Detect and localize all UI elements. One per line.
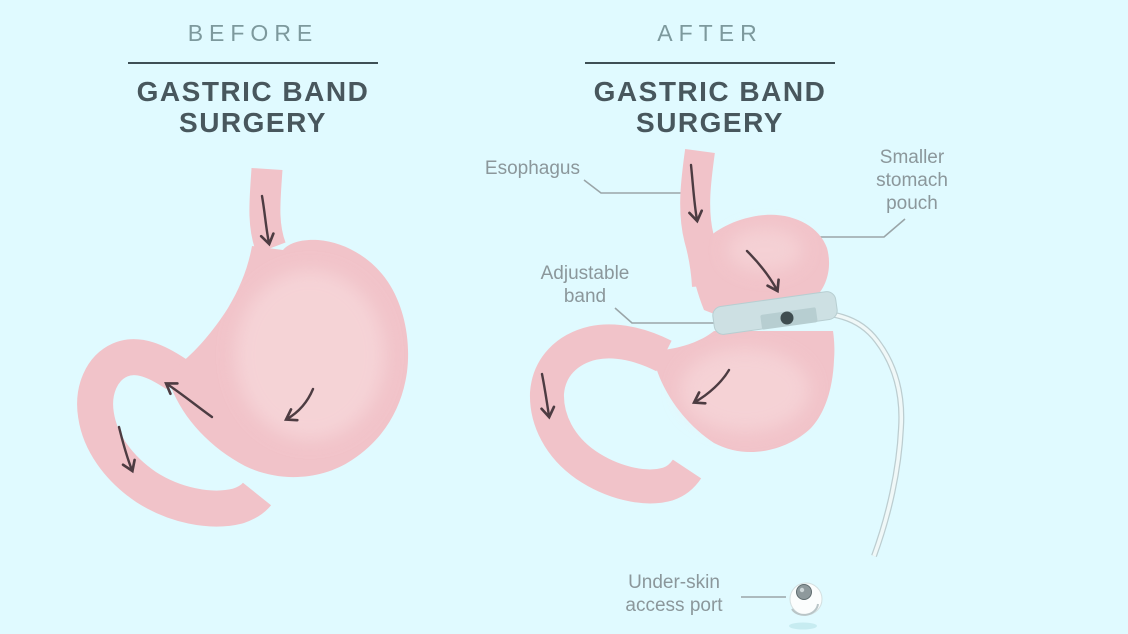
port-rim-line <box>791 603 819 616</box>
after-panel: AFTER GASTRIC BAND SURGERY <box>580 20 840 138</box>
after-pouch-highlight <box>727 228 803 272</box>
after-title-line-2: SURGERY <box>636 107 784 138</box>
gastric-band-graphic <box>712 291 838 335</box>
port-shadow <box>789 622 817 630</box>
band-label-line-1: Adjustable <box>540 263 630 284</box>
pouch-label-line-2: stomach <box>876 170 948 191</box>
port-septum-highlight <box>799 587 805 593</box>
band-port-connector-dot <box>780 311 794 325</box>
before-pylorus-flow-arrow <box>164 382 214 419</box>
before-panel: BEFORE GASTRIC BAND SURGERY <box>123 20 383 138</box>
tube-graphic <box>794 310 905 558</box>
after-stage-label: AFTER <box>657 20 763 46</box>
after-divider-rule <box>585 62 835 64</box>
port-label-line-2: access port <box>625 595 723 616</box>
after-duodenum-shape <box>530 324 702 504</box>
before-stage-label: BEFORE <box>187 20 319 46</box>
tube-body <box>794 312 904 557</box>
after-title-line-1: GASTRIC BAND <box>593 76 827 107</box>
after-esophagus-flow-arrow <box>688 163 704 224</box>
before-stomach-highlight <box>235 270 385 440</box>
before-duodenum-flow-arrow <box>117 425 136 474</box>
smaller-stomach-pouch-label: Smaller stomach pouch <box>833 146 991 215</box>
adjustable-band-label: Adjustable band <box>505 262 665 308</box>
band-leader-line <box>614 307 714 324</box>
port-label-line-1: Under-skin <box>628 572 720 593</box>
before-title-line-2: SURGERY <box>179 107 327 138</box>
before-esophagus-flow-arrow <box>259 194 275 247</box>
leader-lines <box>583 179 906 598</box>
before-stomach-graphic <box>77 168 409 527</box>
before-title-line-1: GASTRIC BAND <box>136 76 370 107</box>
after-duodenum-flow-arrow <box>540 372 556 420</box>
after-flow-arrows <box>540 163 780 420</box>
after-pouch-flow-arrow <box>745 249 780 294</box>
access-port-label: Under-skin access port <box>594 571 754 617</box>
esophagus-label: Esophagus <box>484 158 580 179</box>
pouch-leader-line <box>800 218 906 238</box>
port-septum-dot <box>796 584 812 600</box>
before-divider-rule <box>128 62 378 64</box>
pouch-label-line-3: pouch <box>886 193 938 214</box>
pouch-label-line-1: Smaller <box>879 147 945 168</box>
before-body-flow-arrow <box>283 387 315 422</box>
access-port-graphic <box>789 582 823 630</box>
before-duodenum-shape <box>77 339 272 527</box>
band-label-line-2: band <box>563 286 607 307</box>
esophagus-leader-line <box>583 179 682 194</box>
after-body-highlight <box>680 348 810 432</box>
after-body-flow-arrow <box>691 368 731 405</box>
after-stomach-graphic <box>530 148 838 504</box>
before-flow-arrows <box>117 194 315 474</box>
